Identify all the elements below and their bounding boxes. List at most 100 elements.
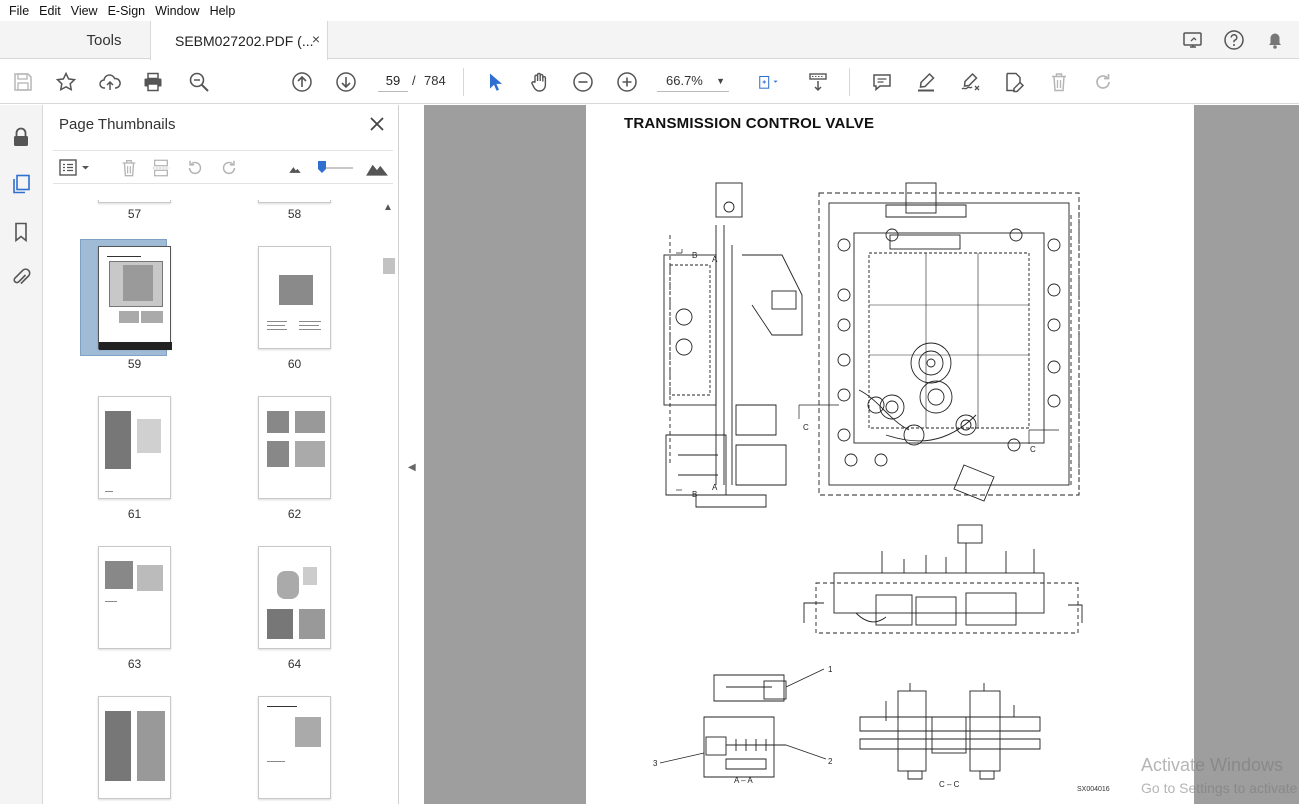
share-screen-icon[interactable]: [1182, 29, 1204, 51]
zoom-out-icon[interactable]: [570, 69, 596, 95]
transmission-valve-drawing: [659, 182, 1083, 780]
menu-help[interactable]: Help: [209, 3, 236, 18]
lock-icon[interactable]: [9, 125, 33, 149]
thumbnail-label-60: 60: [287, 357, 302, 371]
menu-bar: File Edit View E-Sign Window Help: [0, 0, 1299, 21]
zoom-in-icon[interactable]: [614, 69, 640, 95]
thumbnail-size-large-icon[interactable]: [365, 157, 389, 179]
thumbnail-label-58: 58: [287, 207, 302, 221]
menu-file[interactable]: File: [9, 3, 30, 18]
scroll-mode-icon[interactable]: [805, 69, 831, 95]
figure-code: SX004016: [1077, 786, 1110, 793]
select-cursor-icon[interactable]: [482, 69, 508, 95]
notifications-bell-icon[interactable]: [1264, 29, 1286, 51]
find-zoom-icon[interactable]: [186, 69, 212, 95]
menu-window[interactable]: Window: [155, 3, 200, 18]
page-thumbnails-icon[interactable]: [9, 172, 33, 196]
highlight-pen-icon[interactable]: [913, 69, 939, 95]
page-total: 784: [424, 73, 446, 88]
tab-document[interactable]: SEBM027202.PDF (... ×: [150, 21, 328, 60]
upload-cloud-icon[interactable]: [97, 69, 123, 95]
section-letter: B: [692, 490, 698, 499]
section-letter: A: [712, 483, 718, 492]
close-panel-icon[interactable]: [368, 115, 386, 133]
callout-1: 1: [828, 665, 833, 674]
menu-edit[interactable]: Edit: [39, 3, 61, 18]
thumbnail-toolbar: [53, 150, 393, 184]
hand-tool-icon[interactable]: [526, 69, 552, 95]
section-letter: C: [1030, 445, 1036, 454]
menu-esign[interactable]: E-Sign: [107, 3, 146, 18]
close-tab-icon[interactable]: ×: [311, 31, 320, 47]
tab-tools[interactable]: Tools: [86, 31, 122, 49]
redo-icon[interactable]: [1090, 69, 1116, 95]
rotate-clockwise-icon[interactable]: [217, 157, 241, 179]
thumbnail-page-66[interactable]: [258, 696, 331, 799]
previous-page-icon[interactable]: [289, 69, 315, 95]
scroll-up-arrow-icon[interactable]: ▲: [383, 202, 393, 213]
rotate-counterclockwise-icon[interactable]: [183, 157, 207, 179]
save-icon[interactable]: [10, 69, 36, 95]
comment-icon[interactable]: [869, 69, 895, 95]
watermark-subtitle: Go to Settings to activate: [1141, 780, 1298, 796]
document-view[interactable]: TRANSMISSION CONTROL VALVE: [424, 105, 1299, 804]
page-number-input[interactable]: 59: [378, 70, 408, 92]
page-thumbnails-panel: Page Thumbnails 57: [43, 105, 399, 804]
thumbnail-page-62[interactable]: [258, 396, 331, 499]
delete-trash-icon[interactable]: [1046, 69, 1072, 95]
page-separator: /: [412, 73, 416, 88]
page-fit-icon[interactable]: [750, 69, 786, 95]
thumbnail-size-slider[interactable]: [313, 157, 359, 179]
next-page-icon[interactable]: [333, 69, 359, 95]
main-toolbar: 59 / 784 66.7% ▼: [0, 60, 1299, 104]
thumbnail-page-57[interactable]: [98, 200, 171, 203]
thumbnail-page-59[interactable]: [98, 246, 172, 350]
thumbnail-list: 57 58 59 60 61: [53, 200, 381, 804]
tab-bar: Tools SEBM027202.PDF (... ×: [0, 21, 1299, 60]
delete-page-icon[interactable]: [117, 157, 141, 179]
section-label-c-c: C – C: [939, 780, 960, 789]
watermark-title: Activate Windows: [1141, 755, 1284, 775]
panel-title: Page Thumbnails: [59, 116, 176, 133]
zoom-level-select[interactable]: 66.7% ▼: [657, 70, 729, 92]
page-heading: TRANSMISSION CONTROL VALVE: [624, 115, 875, 132]
thumbnail-page-65[interactable]: [98, 696, 171, 799]
section-letter: C: [803, 423, 809, 432]
edit-document-icon[interactable]: [1001, 69, 1027, 95]
thumbnail-page-63[interactable]: [98, 546, 171, 649]
print-icon[interactable]: [140, 69, 166, 95]
thumbnail-label-64: 64: [287, 657, 302, 671]
pdf-page: TRANSMISSION CONTROL VALVE: [586, 105, 1194, 804]
thumbnail-label-57: 57: [127, 207, 142, 221]
thumbnail-page-60[interactable]: [258, 246, 331, 349]
help-icon[interactable]: [1223, 29, 1245, 51]
left-navigation-rail: [0, 105, 43, 804]
callout-3: 3: [653, 759, 658, 768]
thumbnail-scrollbar[interactable]: ▲: [381, 200, 395, 804]
scrollbar-thumb[interactable]: [383, 258, 395, 274]
section-label-a-a: A – A: [734, 776, 753, 785]
draw-signature-icon[interactable]: [957, 69, 983, 95]
thumbnail-page-61[interactable]: [98, 396, 171, 499]
attachments-paperclip-icon[interactable]: [9, 265, 33, 289]
bookmarks-icon[interactable]: [9, 220, 33, 244]
section-letter: B: [692, 251, 698, 260]
section-letter: A: [712, 255, 718, 264]
thumbnail-page-58[interactable]: [258, 200, 331, 203]
extract-pages-icon[interactable]: [149, 157, 173, 179]
thumbnail-label-63: 63: [127, 657, 142, 671]
bookmark-star-icon[interactable]: [53, 69, 79, 95]
thumbnail-size-small-icon[interactable]: [283, 157, 307, 179]
chevron-down-icon: ▼: [716, 76, 725, 86]
thumbnail-label-61: 61: [127, 507, 142, 521]
tab-document-label: SEBM027202.PDF (...: [175, 32, 314, 49]
thumbnail-page-64[interactable]: [258, 546, 331, 649]
callout-2: 2: [828, 757, 833, 766]
activation-watermark: Activate Windows Go to Settings to activ…: [1141, 754, 1297, 800]
thumbnail-label-59: 59: [127, 357, 142, 371]
zoom-level-value: 66.7%: [666, 73, 703, 88]
toolbar-divider: [463, 68, 464, 96]
menu-view[interactable]: View: [70, 3, 98, 18]
thumbnail-options-icon[interactable]: [57, 157, 93, 179]
collapse-panel-handle-icon[interactable]: ◀: [408, 462, 416, 473]
